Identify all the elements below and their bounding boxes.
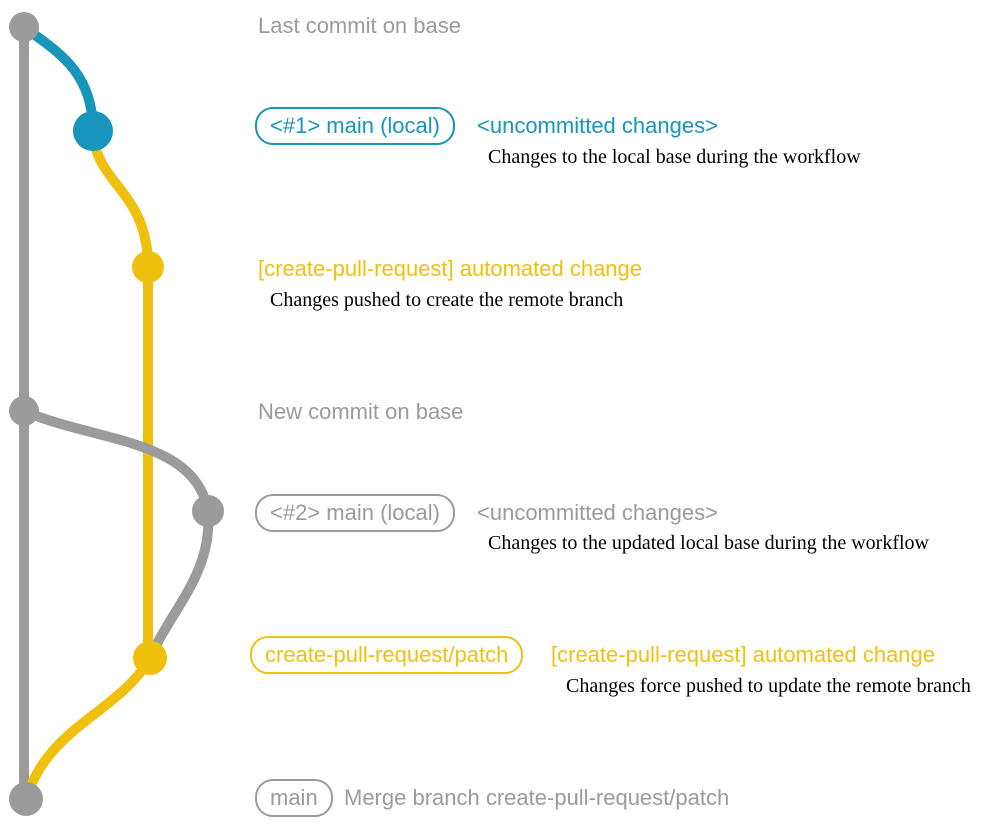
branch-badge-main: main	[255, 779, 333, 817]
edge-main-local-2-to-patch	[145, 506, 214, 663]
commit-node-new-base	[9, 396, 39, 426]
commit-title-automated-change-1: [create-pull-request] automated change	[258, 256, 643, 281]
commit-node-main-local-2	[192, 495, 224, 527]
edge-main-local-1-to-patch	[88, 126, 153, 272]
commit-node-patch-2	[133, 641, 167, 675]
commit-title-uncommitted-changes-2: <uncommitted changes>	[477, 500, 718, 525]
commit-description-3: Changes to the updated local base during…	[488, 532, 929, 554]
annotation-last-commit-on-base: Last commit on base	[258, 13, 461, 38]
annotation-new-commit-on-base: New commit on base	[258, 399, 464, 424]
branch-badge-create-pull-request-patch: create-pull-request/patch	[250, 636, 524, 674]
branch-badge-main-local-1: <#1> main (local)	[255, 107, 455, 145]
commit-title-uncommitted-changes-1: <uncommitted changes>	[477, 113, 718, 138]
edge-base-to-main-local-2	[19, 406, 213, 516]
git-graph	[9, 12, 224, 816]
commit-node-main-local-1	[73, 111, 113, 151]
branch-badge-main-local-2: <#2> main (local)	[255, 494, 455, 532]
commit-node-patch-1	[132, 251, 164, 283]
commit-title-automated-change-2: [create-pull-request] automated change	[551, 642, 936, 667]
commit-title-merge-branch: Merge branch create-pull-request/patch	[344, 785, 730, 810]
commit-description-2: Changes pushed to create the remote bran…	[270, 289, 624, 311]
commit-node-merge	[9, 782, 43, 816]
commit-node-last-base	[9, 12, 39, 42]
commit-description-1: Changes to the local base during the wor…	[488, 146, 861, 168]
commit-description-4: Changes force pushed to update the remot…	[566, 675, 971, 697]
edge-patch-merge-to-base	[21, 653, 155, 804]
